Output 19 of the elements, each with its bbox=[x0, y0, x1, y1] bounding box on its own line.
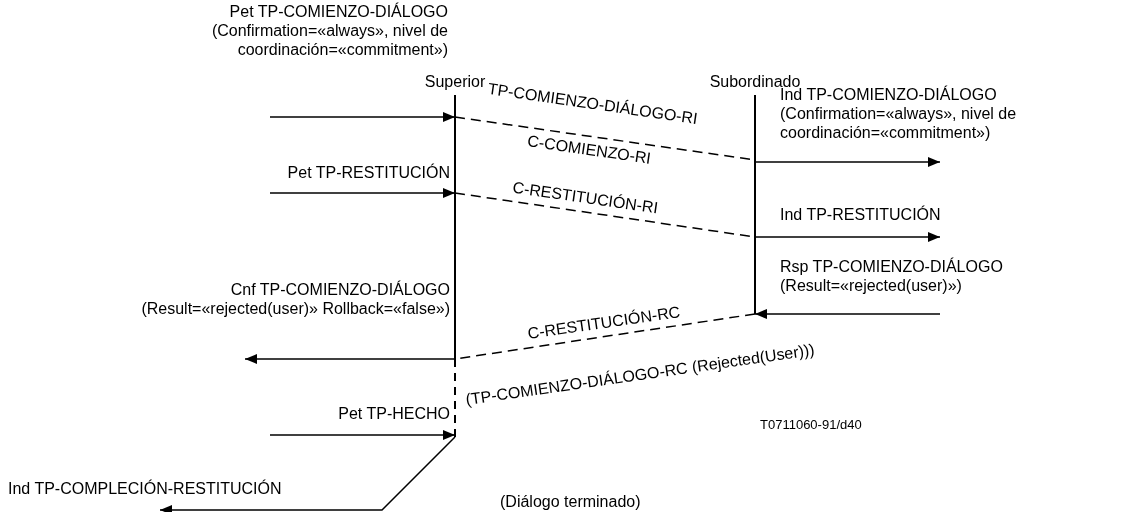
arrow bbox=[754, 157, 941, 167]
edge-label: Rsp TP-COMIENZO-DIÁLOGO (Result=«rejected(user)») bbox=[780, 257, 1004, 295]
edge-label: Pet TP-COMIENZO-DIÁLOGO (Confirmation=«always», nivel de coordinación=«commitment») bbox=[210, 2, 448, 59]
arrow bbox=[269, 112, 456, 122]
edge-label: Ind TP-COMPLECIÓN-RESTITUCIÓN bbox=[8, 479, 283, 498]
edge-label: Pet TP-HECHO bbox=[337, 404, 450, 423]
edge-label: Pet TP-RESTITUCIÓN bbox=[286, 163, 450, 182]
arrow bbox=[754, 309, 941, 319]
arrow bbox=[159, 436, 456, 512]
arrow bbox=[754, 232, 941, 242]
participant-label: Subordinado bbox=[709, 73, 801, 90]
edge-label: Cnf TP-COMIENZO-DIÁLOGO (Result=«rejected(user)» Rollback=«false») bbox=[140, 280, 450, 318]
note-text: (Diálogo terminado) bbox=[500, 492, 642, 511]
figure-code: T0711060-91/d40 bbox=[760, 416, 863, 434]
arrow bbox=[269, 188, 456, 198]
participant-label: Superior bbox=[424, 73, 486, 91]
arrow bbox=[244, 354, 456, 364]
edge-label: Ind TP-RESTITUCIÓN bbox=[780, 205, 942, 224]
arrow bbox=[269, 430, 456, 440]
